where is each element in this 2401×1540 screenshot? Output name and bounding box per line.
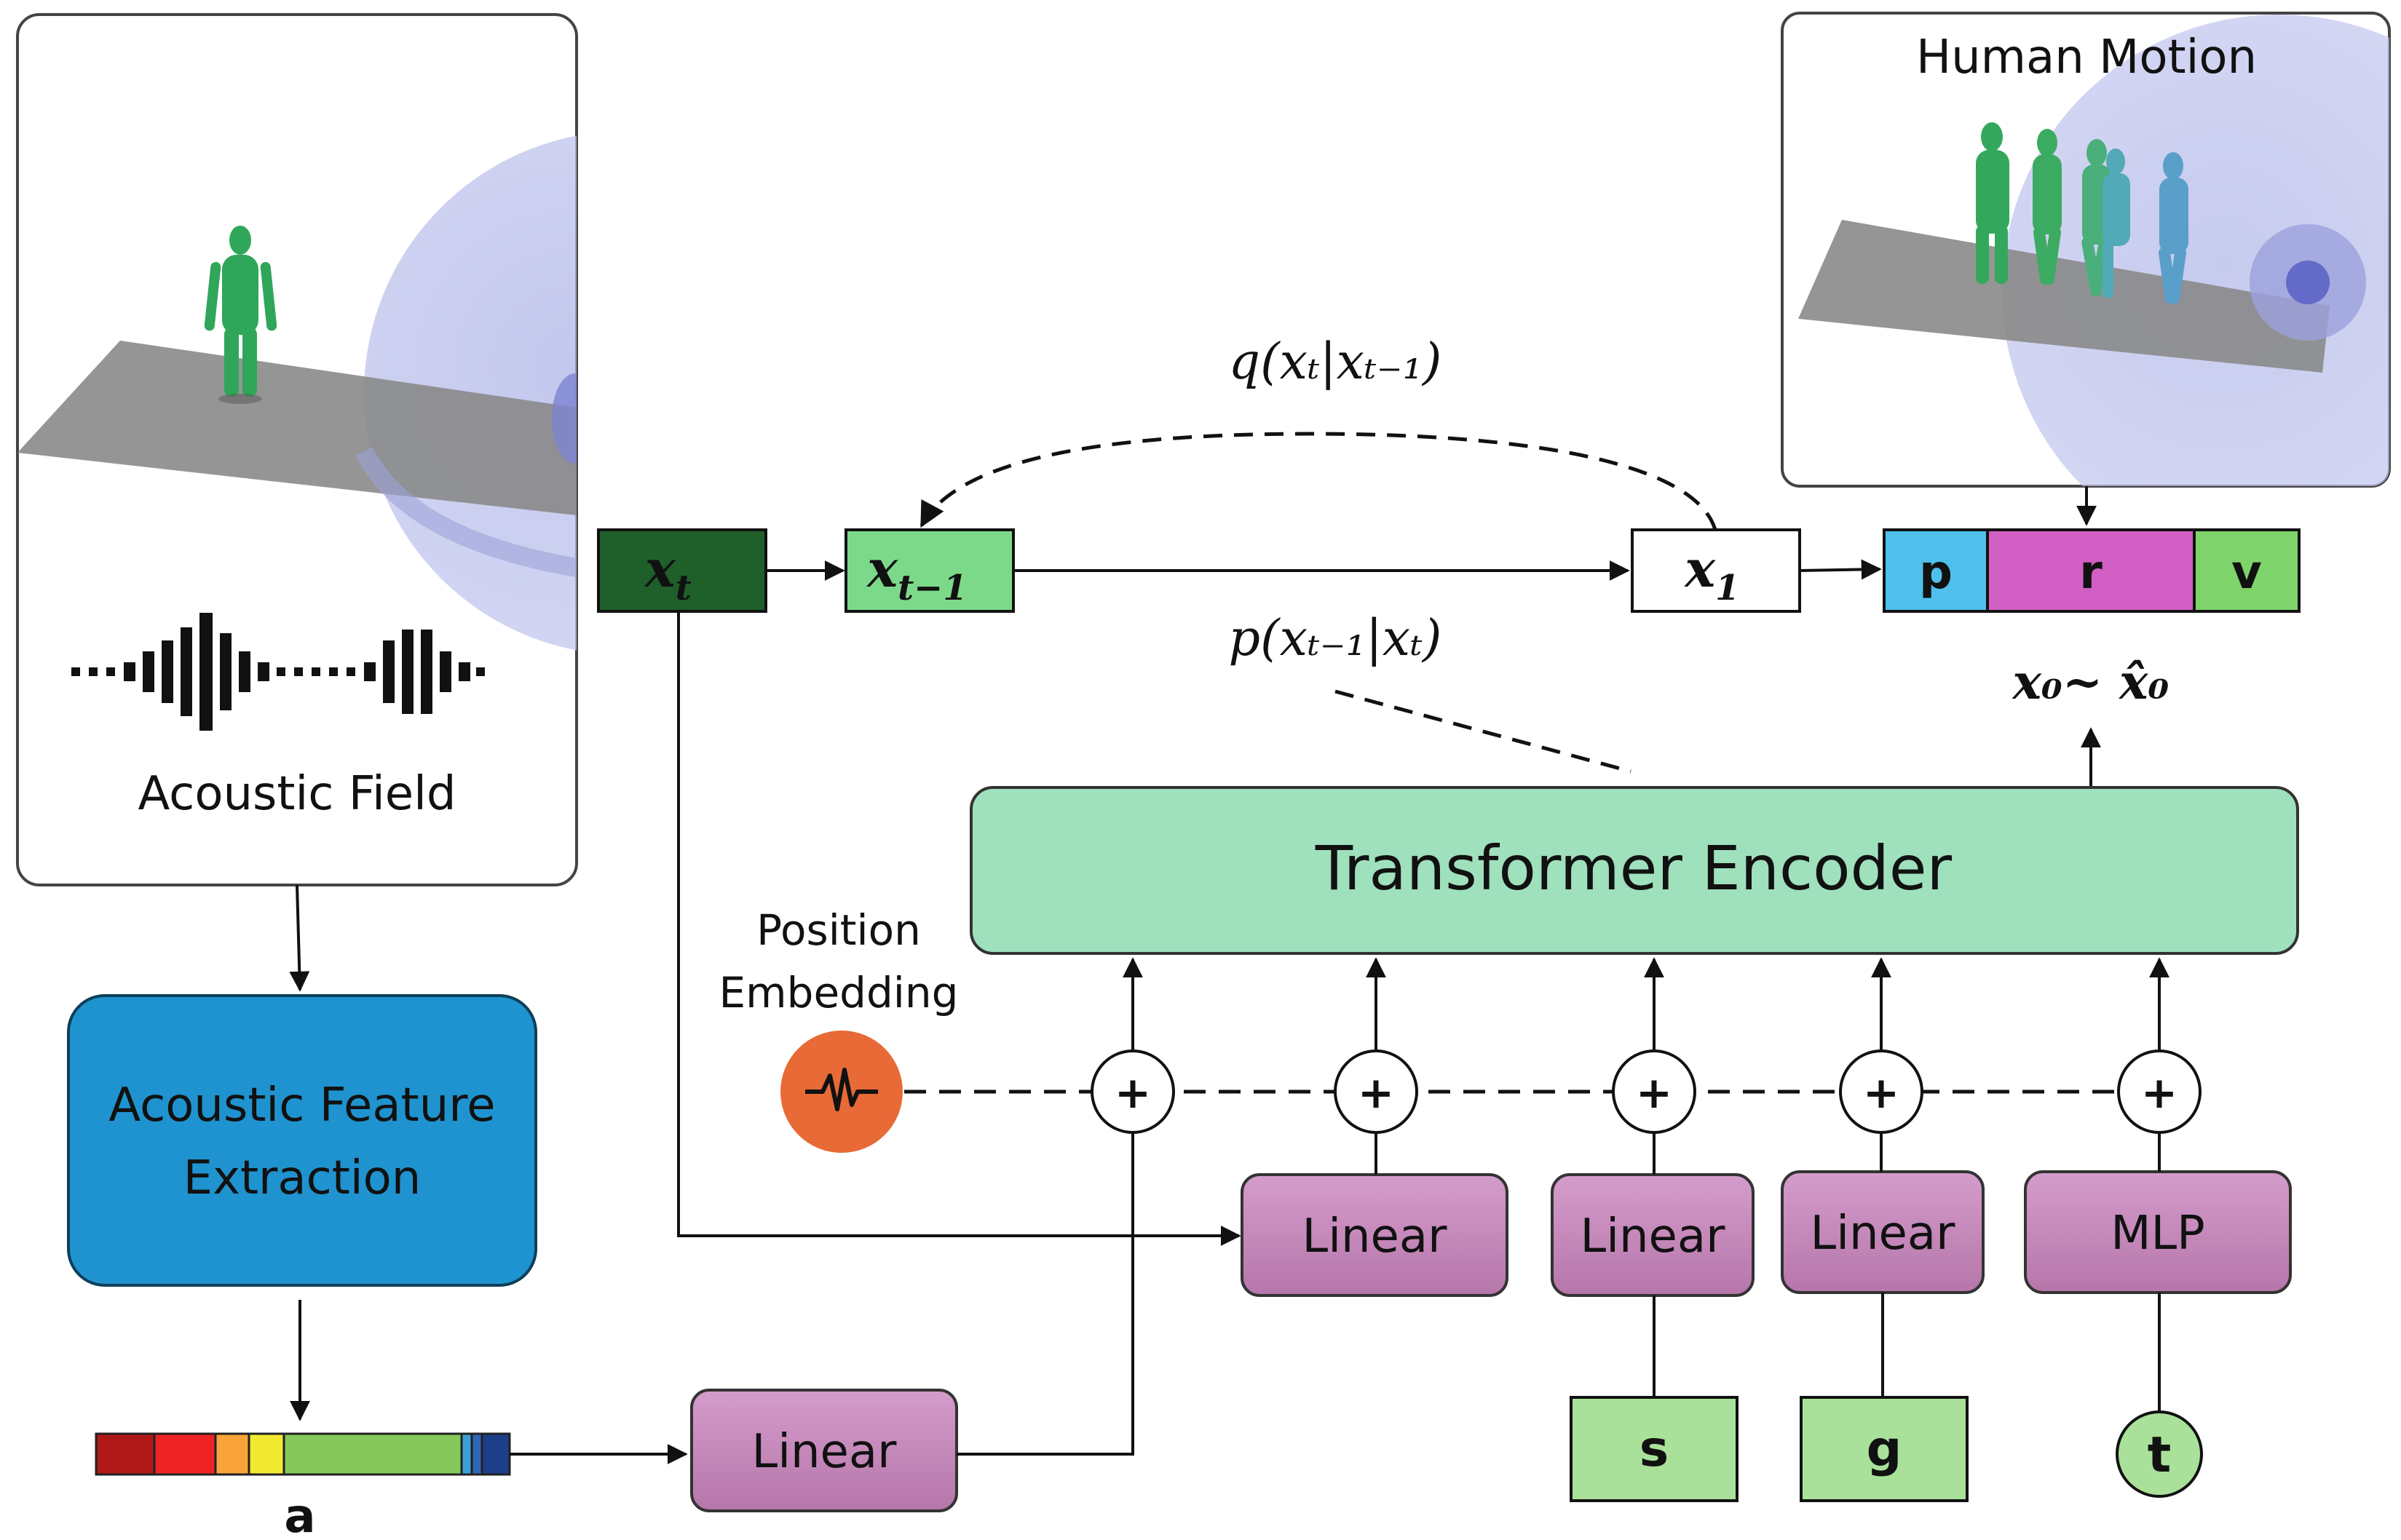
- reverse-process-label: p(xₜ₋₁|xₜ): [1229, 610, 1442, 667]
- input-g-label: g: [1867, 1421, 1902, 1478]
- mlp-label: MLP: [2111, 1207, 2204, 1261]
- x-t-minus-1-subscript: t−1: [898, 568, 968, 608]
- adder-2-symbol: +: [1358, 1068, 1394, 1119]
- x-t-box: xt: [597, 528, 767, 613]
- x-1-box: x1: [1631, 528, 1801, 613]
- floor-plane: [17, 341, 577, 515]
- x-1-symbol: x: [1683, 539, 1716, 599]
- linear-acoustic-block: Linear: [690, 1389, 958, 1512]
- linear-g-block: Linear: [1781, 1170, 1985, 1294]
- x-1-subscript: 1: [1715, 568, 1739, 608]
- acoustic-feature-vector: [95, 1432, 511, 1476]
- adder-4-symbol: +: [1863, 1068, 1899, 1119]
- adder-5-symbol: +: [2141, 1068, 2177, 1119]
- acoustic-field-label: Acoustic Field: [138, 767, 456, 821]
- adder-3-symbol: +: [1636, 1068, 1672, 1119]
- human-figure: [204, 226, 277, 397]
- forward-process-label: q(xₜ|xₜ₋₁): [1229, 333, 1442, 391]
- acoustic-feature-label-line1: Acoustic Feature: [108, 1079, 495, 1132]
- position-embedding-label-line1: Position: [756, 905, 921, 955]
- x-t-minus-1-box: xt−1: [844, 528, 1015, 613]
- human-motion-panel: Human Motion: [1781, 12, 2391, 488]
- output-pose-vector: p r v: [1883, 528, 2301, 613]
- input-s-box: s: [1570, 1396, 1739, 1502]
- human-motion-label: Human Motion: [1916, 31, 2257, 84]
- x-t-symbol: x: [644, 539, 676, 599]
- linear-motion-block: Linear: [1241, 1173, 1508, 1297]
- svg-text:xt−1: xt−1: [866, 539, 968, 608]
- rotation-r-label: r: [2079, 546, 2103, 600]
- position-embedding-label-line2: Embedding: [719, 968, 959, 1017]
- linear-s-label: Linear: [1581, 1210, 1726, 1263]
- input-t-circle: t: [2116, 1410, 2203, 1498]
- linear-s-block: Linear: [1551, 1173, 1755, 1297]
- svg-text:x1: x1: [1683, 539, 1739, 608]
- linear-acoustic-label: Linear: [752, 1425, 898, 1479]
- acoustic-feature-label-line2: Extraction: [183, 1151, 422, 1205]
- velocity-v-label: v: [2231, 546, 2262, 600]
- feature-vector-label-a: a: [284, 1490, 315, 1540]
- input-t-label: t: [2148, 1426, 2172, 1484]
- walking-figures: [1976, 122, 2188, 304]
- sound-wave-icon: [71, 613, 485, 731]
- linear-g-label: Linear: [1811, 1207, 1956, 1261]
- position-embedding-icon: [780, 1031, 903, 1153]
- sound-source-sphere: [364, 131, 577, 655]
- adder-1: +: [1091, 1049, 1175, 1134]
- mlp-block: MLP: [2024, 1170, 2292, 1294]
- forward-process-arc: [919, 432, 1717, 531]
- position-p-label: p: [1919, 546, 1953, 600]
- svg-text:xt: xt: [644, 539, 692, 608]
- transformer-encoder-block: Transformer Encoder: [970, 786, 2299, 955]
- sample-expression: x₀~ x̂₀: [2012, 654, 2169, 710]
- acoustic-field-panel: Acoustic Field: [16, 13, 578, 886]
- transformer-encoder-label: Transformer Encoder: [1315, 833, 1953, 904]
- linear-motion-label: Linear: [1302, 1210, 1448, 1263]
- x-t-minus-1-symbol: x: [866, 539, 898, 599]
- adder-1-symbol: +: [1115, 1068, 1151, 1119]
- adder-2: +: [1334, 1049, 1418, 1134]
- adder-3: +: [1612, 1049, 1696, 1134]
- adder-5: +: [2117, 1049, 2202, 1134]
- input-g-box: g: [1800, 1396, 1969, 1502]
- adder-4: +: [1839, 1049, 1923, 1134]
- x-t-subscript: t: [676, 568, 692, 608]
- acoustic-feature-extraction-block: Acoustic Feature Extraction: [67, 994, 537, 1287]
- input-s-label: s: [1639, 1421, 1669, 1478]
